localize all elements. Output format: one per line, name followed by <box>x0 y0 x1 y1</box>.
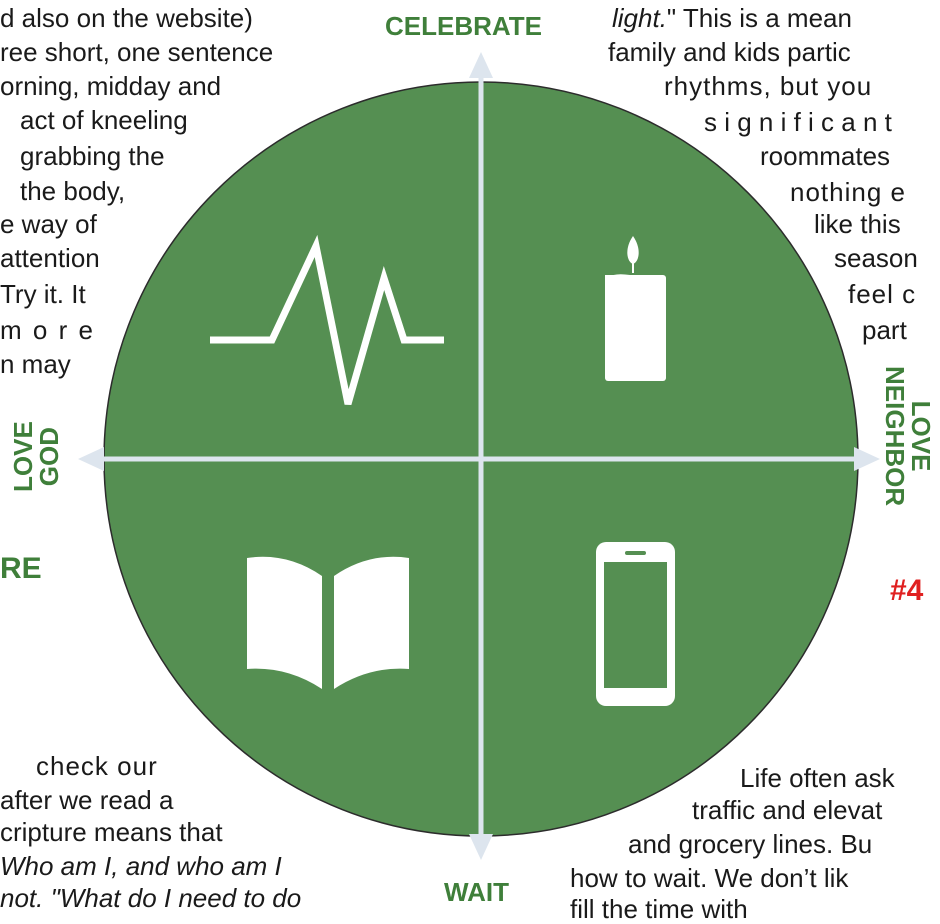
arrow-right-icon <box>854 447 880 471</box>
love-god-label: LOVE GOD <box>8 421 64 492</box>
arrow-left-icon <box>78 447 104 471</box>
left-line-3: orning, midday and <box>0 71 222 101</box>
phone-icon <box>596 542 675 706</box>
left-line-11: n may <box>0 349 71 379</box>
right-line-1: light." This is a mean <box>612 4 852 33</box>
number-marker: #4 <box>890 574 924 607</box>
love-neighbor-line-1: LOVE <box>906 400 936 472</box>
love-neighbor-line-2: NEIGHBOR <box>880 366 910 507</box>
right-line-3: rhythms, but you <box>664 71 873 101</box>
left-line-6: the body, <box>20 176 126 206</box>
right-line-9: feel c <box>848 279 917 309</box>
love-god-line-1: LOVE <box>8 421 38 492</box>
partial-heading: RE <box>0 552 42 585</box>
left-line-4: act of kneeling <box>20 105 188 135</box>
right-line-5: roommates <box>760 141 891 171</box>
right-bottom-line-1: Life often ask <box>740 763 895 793</box>
right-line-6: nothing e <box>790 177 906 207</box>
left-line-5: grabbing the <box>20 141 165 171</box>
right-line-7: like this <box>814 209 901 239</box>
left-bottom-line-3: cripture means that <box>0 817 223 847</box>
candle-icon <box>604 236 666 381</box>
right-bottom-line-3: and grocery lines. Bu <box>628 829 873 859</box>
right-line-1-rest: " This is a mean <box>666 3 852 33</box>
celebrate-label: CELEBRATE <box>385 11 542 41</box>
right-bottom-line-4: how to wait. We don’t lik <box>570 863 849 893</box>
right-line-1-italic: light. <box>612 3 667 33</box>
left-bottom-line-4: Who am I, and who am I <box>0 851 282 881</box>
left-line-1: d also on the website) <box>0 3 253 33</box>
left-bottom-line-1: check our <box>36 751 158 781</box>
left-line-7: e way of <box>0 209 97 239</box>
right-line-10: part <box>862 315 907 345</box>
love-god-line-2: GOD <box>34 426 64 487</box>
pulse-icon <box>210 234 444 405</box>
wait-label: WAIT <box>444 877 509 907</box>
left-line-8: attention <box>0 243 100 273</box>
right-line-2: family and kids partic <box>608 37 851 67</box>
left-line-10: m o r e <box>0 315 95 345</box>
left-bottom-line-5: not. "What do I need to do <box>0 883 302 913</box>
arrow-up-icon <box>469 52 493 78</box>
left-bottom-line-2: after we read a <box>0 785 174 815</box>
right-line-8: season <box>834 243 918 273</box>
love-neighbor-label: LOVE NEIGHBOR <box>880 366 936 507</box>
left-line-2: ree short, one sentence <box>0 37 274 67</box>
left-line-9: Try it. It <box>0 279 86 309</box>
right-bottom-line-2: traffic and elevat <box>692 795 883 825</box>
arrow-down-icon <box>469 834 493 860</box>
right-line-4: s i g n i f i c a n t <box>704 107 892 137</box>
book-icon <box>247 556 409 689</box>
